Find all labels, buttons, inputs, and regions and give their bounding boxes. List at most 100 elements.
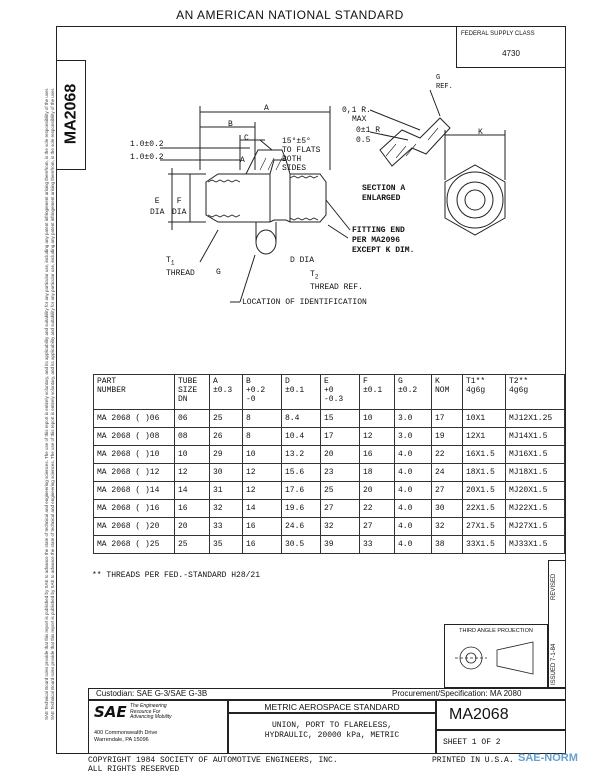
table-cell: 20 — [359, 481, 395, 500]
table-cell: 38 — [431, 535, 463, 554]
table-cell: 15 — [320, 409, 360, 428]
dim-a-label: A — [264, 104, 269, 113]
d-dia-label: D DIA — [290, 256, 315, 265]
table-cell: 27 — [320, 499, 360, 518]
third-angle-symbol — [455, 641, 534, 675]
dim-b-label: B — [228, 120, 233, 129]
footnote: ** THREADS PER FED.-STANDARD H28/21 — [92, 571, 261, 580]
section-a-note: SECTION A ENLARGED — [362, 184, 406, 203]
table-cell: 27X1.5 — [462, 517, 506, 536]
table-cell: 19.6 — [281, 499, 321, 518]
copyright-text: COPYRIGHT 1984 SOCIETY OF AUTOMOTIVE ENG… — [88, 756, 338, 774]
third-angle-box: THIRD ANGLE PROJECTION — [444, 624, 548, 688]
table-cell: MA 2068 ( )20 — [93, 517, 175, 536]
table-cell: MJ33X1.5 — [505, 535, 565, 554]
col-t1: T1**4g6g — [462, 374, 506, 410]
table-cell: 30 — [431, 499, 463, 518]
fitting-drawing — [160, 89, 506, 303]
table-cell: MA 2068 ( )25 — [93, 535, 175, 554]
fitting-end-note: FITTING END PER MA2096 EXCEPT K DIM. — [352, 226, 415, 255]
federal-supply-box: FEDERAL SUPPLY CLASS 4730 — [456, 26, 566, 68]
col-a: A±0.3 — [209, 374, 243, 410]
table-cell: 12 — [174, 463, 210, 482]
table-cell: 06 — [174, 409, 210, 428]
table-cell: MJ12X1.25 — [505, 409, 565, 428]
table-cell: 33X1.5 — [462, 535, 506, 554]
col-e: E+0-0.3 — [320, 374, 360, 410]
doc-number: MA2068 — [449, 706, 509, 723]
watermark: SAE-NORM — [518, 752, 578, 764]
sheet-box: SHEET 1 OF 2 — [436, 730, 566, 754]
table-cell: 33 — [359, 535, 395, 554]
table-cell: MA 2068 ( )06 — [93, 409, 175, 428]
revised-label: REVISED — [551, 573, 557, 600]
col-f: F±0.1 — [359, 374, 395, 410]
table-cell: 20 — [174, 517, 210, 536]
col-d: D±0.1 — [281, 374, 321, 410]
table-cell: 18X1.5 — [462, 463, 506, 482]
g-label: G — [216, 268, 221, 277]
page-title: AN AMERICAN NATIONAL STANDARD — [176, 8, 404, 22]
title-heading: METRIC AEROSPACE STANDARD — [264, 702, 400, 712]
table-cell: 25 — [320, 481, 360, 500]
table-cell: 32 — [209, 499, 243, 518]
location-ident-label: LOCATION OF IDENTIFICATION — [242, 298, 367, 307]
col-g: G±0.2 — [394, 374, 432, 410]
tolerance-1: 1.0±0.2 — [130, 140, 164, 149]
table-cell: 16 — [359, 445, 395, 464]
table-cell: 24.6 — [281, 517, 321, 536]
federal-supply-label: FEDERAL SUPPLY CLASS — [461, 31, 535, 37]
table-cell: 12X1 — [462, 427, 506, 446]
angle-note: 15°±5° TO FLATS BOTH SIDES — [282, 137, 321, 173]
col-b: B+0.2-0 — [242, 374, 282, 410]
table-cell: 16 — [242, 535, 282, 554]
table-cell: 25 — [174, 535, 210, 554]
table-cell: 4.0 — [394, 517, 432, 536]
dim-k-label: K — [478, 128, 483, 137]
table-cell: 08 — [174, 427, 210, 446]
sae-logo: SAE — [94, 703, 127, 721]
title-description: UNION, PORT TO FLARELESS, HYDRAULIC, 200… — [264, 721, 400, 740]
table-cell: 15.6 — [281, 463, 321, 482]
table-cell: 24 — [431, 463, 463, 482]
side-legal-text-2: SAE Technical Board rules provide that t… — [50, 87, 55, 720]
table-cell: 4.0 — [394, 499, 432, 518]
table-cell: 3.0 — [394, 409, 432, 428]
table-cell: 3.0 — [394, 427, 432, 446]
doc-number-box: MA2068 — [436, 700, 566, 730]
revision-strip — [548, 560, 566, 688]
table-cell: 4.0 — [394, 481, 432, 500]
table-cell: 10X1 — [462, 409, 506, 428]
title-desc-box: UNION, PORT TO FLARELESS, HYDRAULIC, 200… — [228, 713, 436, 754]
custodian-bar — [88, 688, 566, 700]
table-cell: 32 — [431, 517, 463, 536]
table-cell: MJ18X1.5 — [505, 463, 565, 482]
t2-label: T2 THREAD REF. — [310, 270, 363, 292]
table-cell: 17.6 — [281, 481, 321, 500]
issued-label: ISSUED 7-1-84 — [551, 643, 557, 685]
side-doc-number: MA2068 — [62, 83, 80, 145]
table-cell: 35 — [209, 535, 243, 554]
printed-label: PRINTED IN U.S.A. — [432, 756, 514, 765]
table-cell: MA 2068 ( )16 — [93, 499, 175, 518]
table-cell: 10 — [174, 445, 210, 464]
table-cell: MA 2068 ( )12 — [93, 463, 175, 482]
table-cell: 39 — [320, 535, 360, 554]
dim-c-label: C — [244, 134, 249, 143]
table-cell: MA 2068 ( )14 — [93, 481, 175, 500]
table-cell: 25 — [209, 409, 243, 428]
table-cell: 22 — [359, 499, 395, 518]
table-cell: 10.4 — [281, 427, 321, 446]
